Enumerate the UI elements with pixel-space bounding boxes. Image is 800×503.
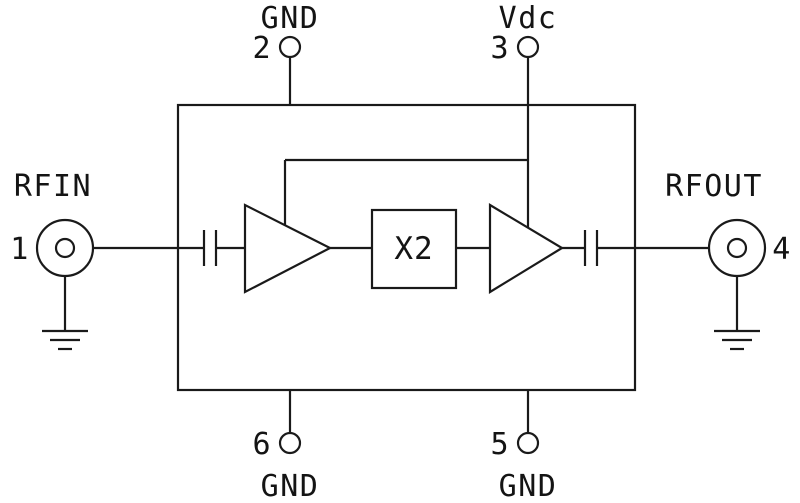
rfin-ground-symbol [42, 276, 88, 351]
pin5-group: 5 GND [490, 390, 558, 503]
vdc-bias-feed [283, 105, 530, 228]
pin6-terminal [278, 431, 302, 455]
pin2-number: 2 [252, 31, 272, 66]
rfin-connector: RFIN 1 [10, 169, 95, 351]
pin3-terminal [516, 35, 540, 59]
amplifier2-symbol [488, 203, 565, 294]
pin4-number: 4 [772, 232, 792, 267]
pin3-label: Vdc [499, 1, 558, 36]
pin5-number: 5 [490, 427, 510, 462]
amplifier1-symbol [243, 203, 333, 294]
pin6-group: 6 GND [252, 390, 320, 503]
pin5-terminal [516, 431, 540, 455]
rfout-connector: RFOUT 4 [665, 169, 792, 351]
multiplier-label: X2 [394, 231, 433, 267]
pin5-label: GND [499, 469, 558, 503]
pin1-number: 1 [10, 232, 30, 267]
pin2-group: 2 GND [252, 1, 320, 105]
pin6-number: 6 [252, 427, 272, 462]
multiplier-block: X2 [370, 208, 458, 290]
rf-signal-path: X2 [93, 203, 709, 294]
rfout-label: RFOUT [665, 169, 763, 204]
pin3-number: 3 [490, 31, 510, 66]
pin2-label: GND [261, 1, 320, 36]
multiplier-box [370, 208, 458, 290]
rfin-connector-inner [54, 237, 76, 259]
rfin-label: RFIN [14, 169, 92, 204]
output-coupling-capacitor [583, 230, 599, 266]
pin2-terminal [278, 35, 302, 59]
pin6-label: GND [261, 469, 320, 503]
input-coupling-capacitor [202, 230, 218, 266]
pin3-group: 3 Vdc [490, 1, 558, 105]
rfout-connector-inner [726, 237, 748, 259]
rfout-ground-symbol [714, 276, 760, 351]
